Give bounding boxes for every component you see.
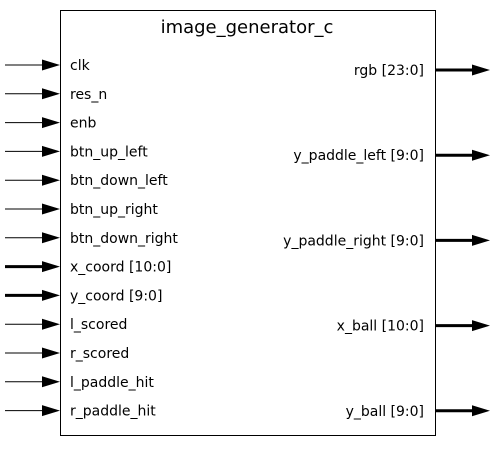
- block-title: image_generator_c: [161, 17, 334, 38]
- input-label-y-coord: y_coord [9:0]: [70, 288, 162, 304]
- input-arrow-l-scored: [42, 318, 60, 330]
- output-arrow-y-paddle-left: [472, 149, 490, 161]
- input-label-res-n: res_n: [70, 87, 107, 103]
- output-ports: rgb [23:0] y_paddle_left [9:0] y_paddle_ri…: [283, 63, 490, 420]
- output-label-y-ball: y_ball [9:0]: [346, 404, 424, 420]
- input-label-btn-up-right: btn_up_right: [70, 202, 158, 218]
- output-arrow-x-ball: [472, 320, 490, 332]
- input-arrow-r-scored: [42, 347, 60, 359]
- output-label-y-paddle-left: y_paddle_left [9:0]: [293, 148, 424, 164]
- input-arrow-r-paddle-hit: [42, 405, 60, 417]
- input-label-btn-down-left: btn_down_left: [70, 173, 168, 189]
- input-arrow-res-n: [42, 88, 60, 100]
- output-label-rgb: rgb [23:0]: [354, 63, 424, 79]
- input-label-btn-down-right: btn_down_right: [70, 231, 178, 247]
- output-arrow-y-paddle-right: [472, 234, 490, 246]
- input-label-l-scored: l_scored: [70, 317, 127, 333]
- input-arrow-enb: [42, 117, 60, 129]
- output-arrow-y-ball: [472, 405, 490, 417]
- input-label-r-scored: r_scored: [70, 346, 129, 362]
- input-label-btn-up-left: btn_up_left: [70, 144, 148, 160]
- output-arrow-rgb: [472, 64, 490, 76]
- input-label-x-coord: x_coord [10:0]: [70, 260, 171, 276]
- output-label-y-paddle-right: y_paddle_right [9:0]: [283, 233, 424, 249]
- input-label-enb: enb: [70, 116, 96, 132]
- input-arrow-btn-up-left: [42, 145, 60, 157]
- input-arrow-btn-down-left: [42, 174, 60, 186]
- input-label-r-paddle-hit: r_paddle_hit: [70, 404, 156, 420]
- input-label-clk: clk: [70, 58, 91, 74]
- input-arrow-l-paddle-hit: [42, 376, 60, 388]
- input-arrow-y-coord: [42, 289, 60, 301]
- input-label-l-paddle-hit: l_paddle_hit: [70, 375, 154, 391]
- input-arrow-x-coord: [42, 261, 60, 273]
- input-arrow-clk: [42, 59, 60, 71]
- input-arrow-btn-down-right: [42, 232, 60, 244]
- output-label-x-ball: x_ball [10:0]: [337, 319, 424, 335]
- input-arrow-btn-up-right: [42, 203, 60, 215]
- block-box: [60, 10, 436, 436]
